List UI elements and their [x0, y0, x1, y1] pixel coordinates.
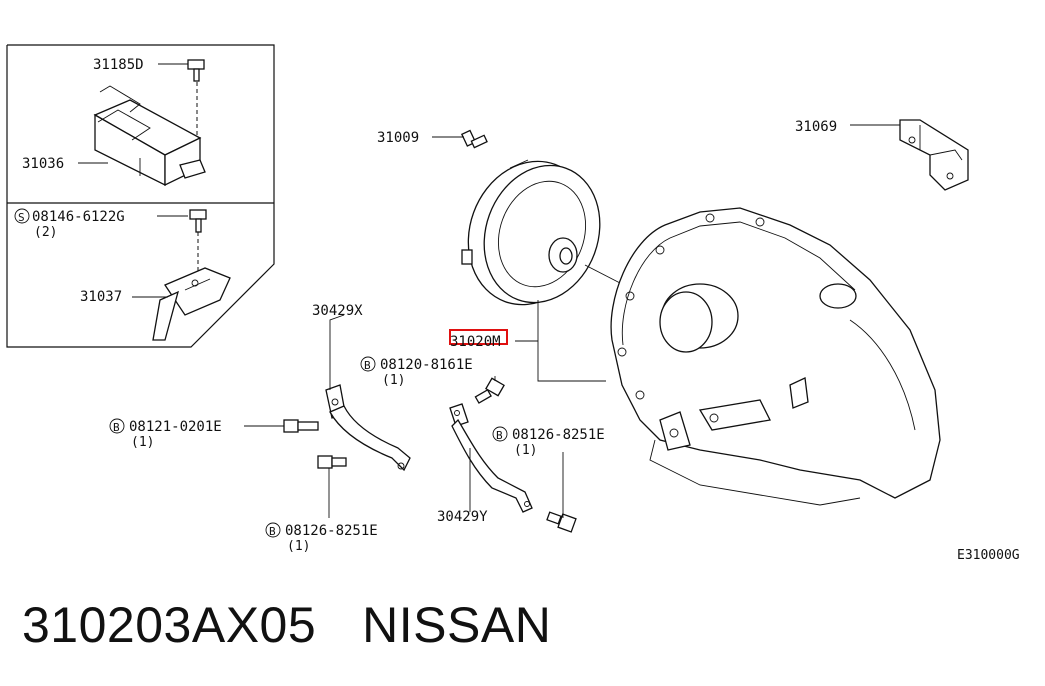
label-08126-8251E-right: 08126-8251E [512, 427, 605, 443]
label-31009: 31009 [377, 130, 419, 146]
part-08121-bolt [283, 419, 319, 433]
qty-08146: (2) [34, 225, 57, 240]
part-31009-bolt [460, 129, 488, 149]
inset-panel [6, 44, 275, 348]
label-31020M: 31020M [450, 334, 501, 350]
s-prefix: S [18, 211, 25, 224]
transmission-case [610, 207, 941, 506]
s-prefix-circle [14, 208, 30, 224]
qty-08121: (1) [131, 435, 154, 450]
b-prefix-circle-08120 [360, 356, 376, 372]
part-30429Y-strap [449, 403, 533, 513]
part-30429X-strap [325, 384, 411, 472]
part-08146-bolt [189, 209, 207, 275]
label-31069: 31069 [795, 119, 837, 135]
part-31037-bracket [152, 267, 231, 341]
label-31185D: 31185D [93, 57, 144, 73]
callout-labels: 31185D 31036 S 08146-6122G (2) 31037 304… [14, 57, 1020, 563]
b-prefix-circle-08126-left [265, 522, 281, 538]
label-08126-8251E-left: 08126-8251E [285, 523, 378, 539]
part-31069-bracket [899, 119, 969, 191]
label-08121-0201E: 08121-0201E [129, 419, 222, 435]
b-prefix-08126-left: B [269, 525, 276, 538]
b-prefix-08126-right: B [496, 429, 503, 442]
highlight-31020M [449, 329, 508, 345]
part-08120-bolt [474, 377, 505, 404]
diagram-code: E310000G [957, 548, 1020, 563]
qty-08126-right: (1) [514, 443, 537, 458]
label-30429Y: 30429Y [437, 509, 488, 525]
label-08146-6122G: 08146-6122G [32, 209, 125, 225]
footer-part-number: 310203AX05 [22, 597, 317, 653]
b-prefix-08120: B [364, 359, 371, 372]
label-08120-8161E: 08120-8161E [380, 357, 473, 373]
label-31037: 31037 [80, 289, 122, 305]
b-prefix-circle-08126-right [492, 426, 508, 442]
label-30429X: 30429X [312, 303, 363, 319]
footer-brand: NISSAN [362, 597, 552, 653]
qty-08126-left: (1) [287, 539, 310, 554]
leader-lines [78, 63, 900, 518]
part-31020M-torque-converter [461, 159, 621, 306]
part-31036-control-unit [93, 85, 206, 187]
qty-08120: (1) [382, 373, 405, 388]
label-31036: 31036 [22, 156, 64, 172]
b-prefix-08121: B [113, 421, 120, 434]
footer-title: 310203AX05 NISSAN [22, 596, 597, 654]
part-08126-bolt-left [317, 455, 347, 469]
b-prefix-circle-08121 [109, 418, 125, 434]
part-08126-bolt-right [546, 511, 577, 533]
